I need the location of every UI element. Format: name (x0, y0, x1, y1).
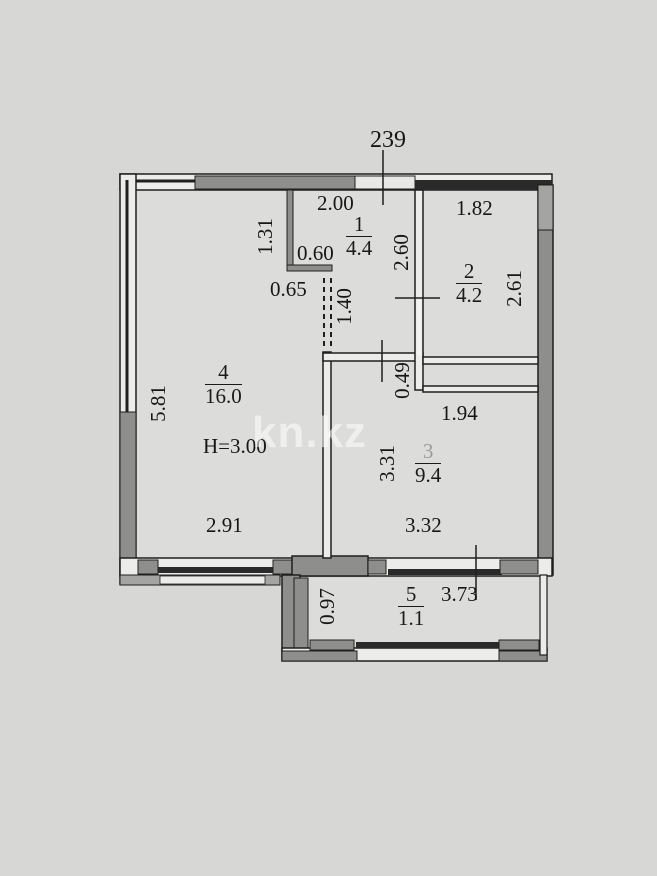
top-dimension: 239 (370, 127, 406, 153)
dim-3-32: 3.32 (405, 513, 442, 537)
dim-1-31: 1.31 (252, 218, 277, 255)
room-1-label: 1 4.4 (346, 214, 373, 260)
room-2-number: 2 (456, 261, 483, 284)
room-4-number: 4 (205, 362, 242, 385)
dim-0-97: 0.97 (314, 588, 339, 625)
dim-2-60: 2.60 (388, 234, 413, 271)
dim-1-94: 1.94 (441, 401, 478, 425)
dim-0-60: 0.60 (297, 241, 334, 265)
dim-2-00: 2.00 (317, 191, 354, 215)
dim-5-81: 5.81 (145, 385, 170, 422)
room-3-number: 3 (415, 441, 442, 464)
room-3-area: 9.4 (415, 463, 442, 487)
dim-2-91: 2.91 (206, 513, 243, 537)
room-1-number: 1 (346, 214, 373, 237)
room-4-area: 16.0 (205, 384, 242, 408)
dim-2-61: 2.61 (501, 270, 526, 307)
dim-0-65: 0.65 (270, 277, 307, 301)
dim-0-49: 0.49 (389, 362, 414, 399)
room-5-label: 5 1.1 (398, 584, 425, 630)
room-2-area: 4.2 (456, 283, 483, 307)
dim-3-73: 3.73 (441, 582, 478, 606)
room-2-label: 2 4.2 (456, 261, 483, 307)
room-1-area: 4.4 (346, 236, 373, 260)
dim-1-40: 1.40 (331, 288, 356, 325)
watermark: kn.kz (252, 408, 368, 457)
room-5-area: 1.1 (398, 606, 425, 630)
room-5-number: 5 (398, 584, 425, 607)
room-3-label: 3 9.4 (415, 441, 442, 487)
dim-3-31: 3.31 (374, 445, 399, 482)
room-4-label: 4 16.0 (205, 362, 242, 407)
dim-1-82: 1.82 (456, 196, 493, 220)
ceiling-height-label: H=3.00 (203, 434, 267, 458)
